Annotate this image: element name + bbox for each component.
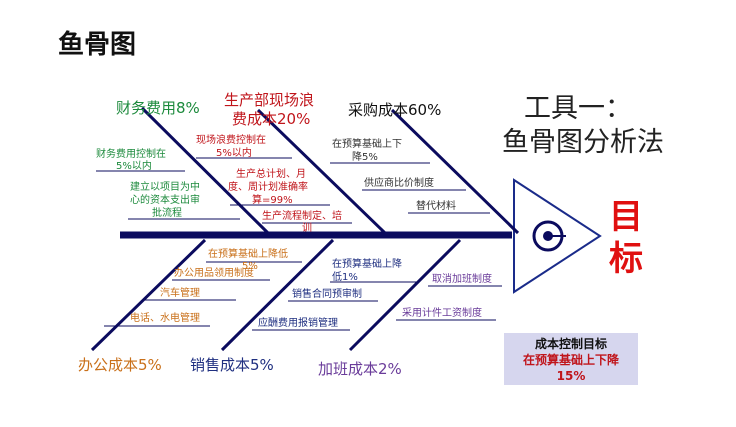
cause-production-1a: 现场浪费控制在: [196, 135, 266, 146]
cause-sales-1b: 低1%: [332, 272, 358, 283]
cause-office-4: 电话、水电管理: [130, 313, 200, 324]
cause-production-2a: 生产总计划、月: [236, 169, 306, 180]
bone-purchase: [390, 108, 520, 235]
bone-sales: [220, 238, 335, 352]
cause-purchase-1b: 降5%: [352, 152, 378, 163]
cause-sales-3: 应酬费用报销管理: [258, 318, 338, 329]
category-production-line2: 费成本20%: [232, 110, 311, 128]
goal-box-line3: 15%: [556, 369, 586, 383]
goal-box: 成本控制目标 在预算基础上下降 15%: [504, 333, 638, 385]
cause-production-3b: 训: [302, 223, 312, 234]
category-sales: 销售成本5%: [190, 356, 274, 374]
cause-finance-1b: 5%以内: [116, 161, 152, 172]
cause-production-1b: 5%以内: [216, 148, 252, 159]
cause-finance-1a: 财务费用控制在: [96, 149, 166, 160]
cause-overtime-1: 取消加班制度: [432, 274, 492, 285]
cause-finance-2a: 建立以项目为中: [130, 182, 200, 193]
cause-production-2c: 算=99%: [252, 195, 293, 206]
cause-office-3: 汽车管理: [160, 288, 200, 299]
page-title: 鱼骨图: [58, 30, 137, 60]
goal-box-title: 成本控制目标: [534, 337, 607, 351]
bone-production: [256, 108, 387, 235]
cause-office-1b: 5%: [242, 261, 258, 272]
category-finance: 财务费用8%: [116, 99, 200, 117]
cause-purchase-3: 替代材料: [416, 201, 456, 212]
cause-purchase-2: 供应商比价制度: [364, 178, 434, 189]
cause-purchase-1a: 在预算基础上下: [332, 139, 402, 150]
goal-label: 目标: [609, 197, 643, 279]
category-purchase: 采购成本60%: [348, 101, 442, 119]
category-office: 办公成本5%: [78, 356, 162, 374]
tool-title-line1: 工具一：: [524, 93, 632, 124]
cause-office-1a: 在预算基础上降低: [208, 249, 288, 260]
bone-finance: [140, 106, 270, 235]
category-overtime: 加班成本2%: [318, 360, 402, 378]
bone-office: [90, 238, 207, 352]
cause-overtime-2: 采用计件工资制度: [402, 308, 482, 319]
cause-finance-2b: 心的资本支出审: [130, 195, 200, 206]
cause-office-2: 办公用品领用制度: [174, 268, 254, 279]
category-production-line1: 生产部现场浪: [224, 91, 315, 109]
cause-sales-1a: 在预算基础上降: [332, 259, 402, 270]
goal-box-line2: 在预算基础上下降: [522, 353, 619, 367]
cause-production-2b: 度、周计划准确率: [228, 182, 308, 193]
bone-overtime: [348, 238, 462, 352]
tool-title-line2: 鱼骨图分析法: [502, 127, 664, 158]
cause-finance-2c: 批流程: [152, 208, 182, 219]
cause-sales-2: 销售合同预审制: [292, 289, 362, 300]
cause-production-3a: 生产流程制定、培: [262, 211, 342, 222]
